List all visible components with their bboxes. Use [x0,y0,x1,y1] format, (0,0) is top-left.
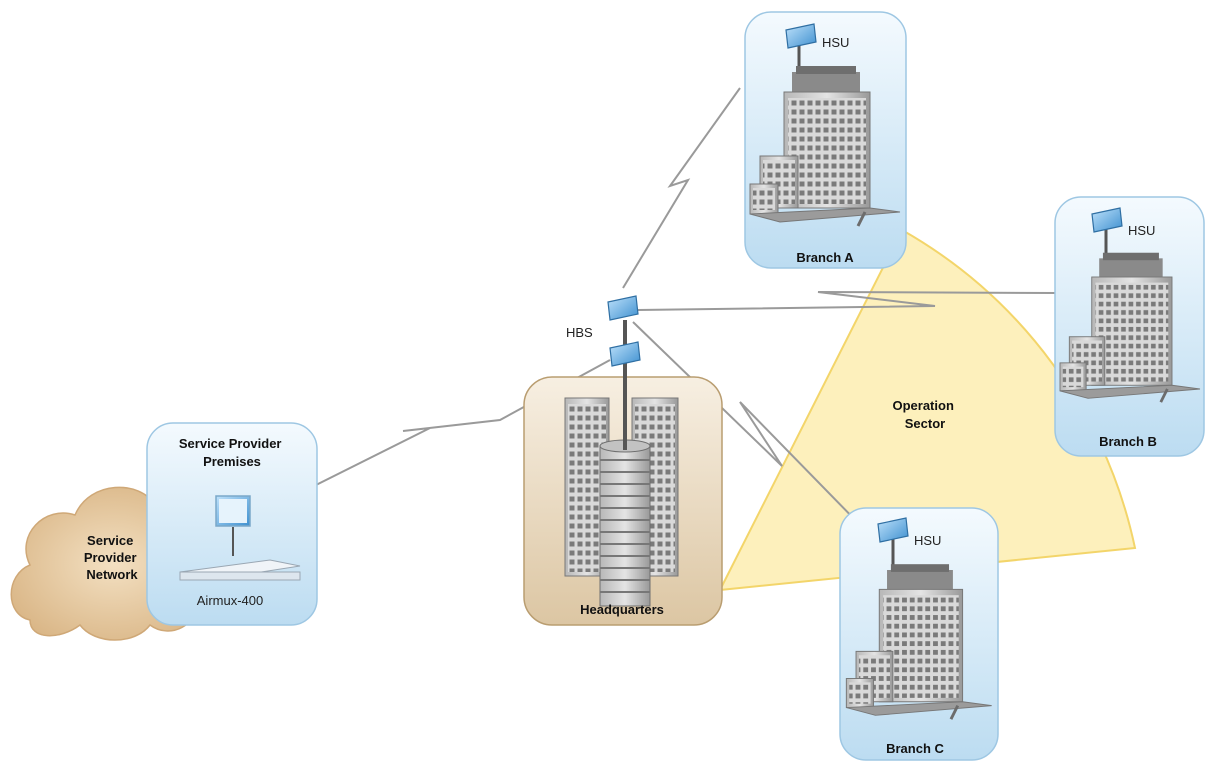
branch-hsu-label: HSU [1128,223,1155,238]
branch-label: Branch A [796,250,854,265]
premises-title: Service Provider Premises [179,436,285,469]
service-provider-premises-card: Service Provider Premises Airmux-400 [146,422,318,626]
hq-label: Headquarters [580,602,664,617]
link-hbs-branch-b [637,291,1059,311]
antenna-icon [609,341,641,367]
tower-icon [564,397,679,607]
device-label: Airmux-400 [197,593,263,608]
antenna-icon [607,295,639,321]
operation-sector [718,228,1137,592]
router-icon [179,559,301,581]
hbs-mast: HBS [566,295,641,450]
cloud-label: Service Provider Network [84,533,140,582]
link-hbs-branch-a [622,87,741,289]
antenna-icon [215,495,251,556]
branch-label: Branch C [886,741,944,756]
branch-a-card: HSU Branch A [744,11,907,269]
branch-hsu-label: HSU [914,533,941,548]
hbs-label: HBS [566,325,593,340]
branch-b-card: HSU Branch B [1054,196,1205,457]
branch-label: Branch B [1099,434,1157,449]
operation-sector-label: Operation Sector [892,398,957,431]
branch-c-card: HSU Branch C [839,507,999,761]
branch-hsu-label: HSU [822,35,849,50]
